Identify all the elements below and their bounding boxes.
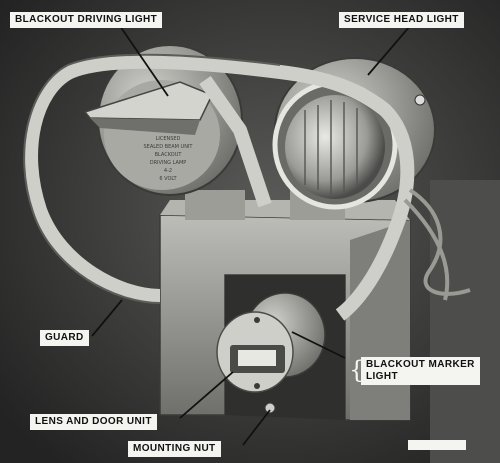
svg-text:DRIVING LAMP: DRIVING LAMP	[150, 160, 187, 166]
leader-lines	[91, 25, 411, 446]
label-service-head-light: SERVICE HEAD LIGHT	[339, 12, 464, 28]
label-mounting-nut: MOUNTING NUT	[128, 441, 221, 457]
mounting-nut	[264, 402, 276, 414]
brace-symbol: {	[349, 356, 365, 384]
svg-text:4-2: 4-2	[164, 168, 172, 174]
lamp-plate-text: LICENSED SEALED BEAM UNIT BLACKOUT DRIVI…	[144, 136, 194, 182]
svg-text:BLACKOUT: BLACKOUT	[155, 152, 183, 158]
label-blackout-marker-light: BLACKOUT MARKER LIGHT	[361, 357, 480, 385]
blackout-marker-light	[216, 292, 326, 393]
background-panel	[430, 180, 500, 463]
label-blackout-driving-light: BLACKOUT DRIVING LIGHT	[10, 12, 163, 28]
svg-text:SEALED BEAM UNIT: SEALED BEAM UNIT	[144, 144, 194, 150]
label-guard: GUARD	[40, 330, 89, 346]
svg-text:LICENSED: LICENSED	[156, 136, 181, 142]
scale-bar	[408, 440, 466, 450]
label-lens-and-door-unit: LENS AND DOOR UNIT	[30, 414, 157, 430]
wiring-harness	[403, 188, 471, 301]
svg-text:6 VOLT: 6 VOLT	[159, 176, 177, 182]
guard	[24, 54, 415, 321]
